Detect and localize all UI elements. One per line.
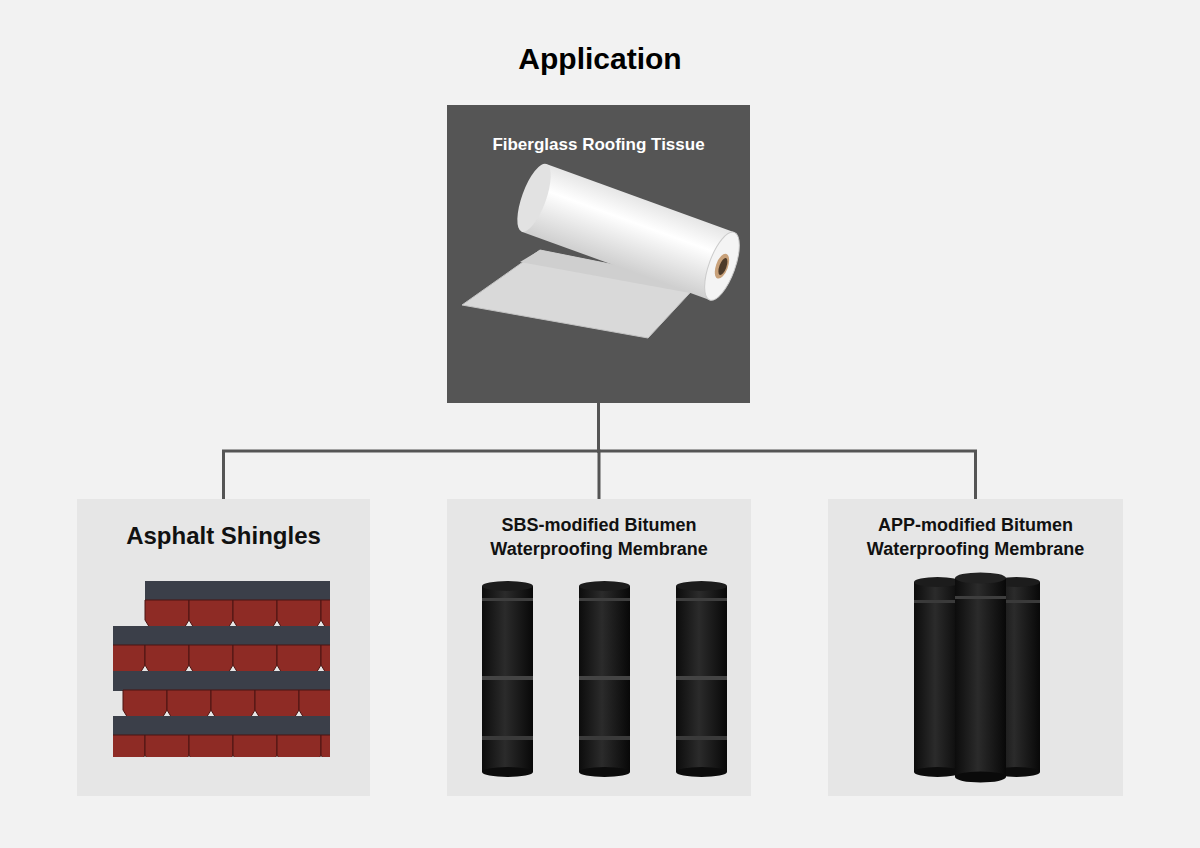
diagram-title: Application — [0, 42, 1200, 76]
illustration-part — [579, 598, 630, 601]
illustration-part — [277, 735, 321, 757]
illustration-part — [113, 626, 330, 646]
illustration-part — [579, 581, 630, 591]
illustration-part — [579, 581, 630, 777]
illustration-part — [955, 772, 1006, 783]
application-box: APP-modified Bitumen Waterproofing Membr… — [828, 499, 1123, 796]
illustration-part — [955, 573, 1006, 783]
illustration-part — [189, 645, 233, 683]
app-rolls — [914, 573, 1040, 783]
node-label: Fiberglass Roofing Tissue — [459, 133, 739, 156]
illustration-part — [955, 596, 1006, 599]
illustration-part — [482, 586, 533, 772]
illustration-part — [579, 586, 630, 772]
illustration-part — [482, 767, 533, 777]
tissue-roll — [462, 160, 746, 338]
illustration-part — [482, 581, 533, 591]
illustration-part — [123, 690, 167, 728]
node-label: SBS-modified Bitumen Waterproofing Membr… — [472, 513, 727, 561]
illustration-part — [145, 600, 189, 638]
illustration-part — [520, 250, 700, 293]
illustration-part — [277, 600, 321, 638]
illustration-part — [993, 577, 1040, 587]
illustration-part — [579, 736, 630, 740]
sbs-rolls — [482, 581, 727, 777]
material-box: Fiberglass Roofing Tissue — [447, 105, 750, 403]
illustration-part — [579, 676, 630, 680]
illustration-part — [712, 252, 732, 281]
illustration-part — [145, 645, 189, 683]
illustration-part — [717, 257, 730, 276]
illustration-part — [167, 690, 211, 728]
illustration-part — [993, 577, 1040, 777]
tree-connector — [599, 403, 976, 499]
illustration-part — [676, 736, 727, 740]
illustration-part — [676, 581, 727, 591]
illustration-part — [113, 671, 330, 691]
illustration-part — [993, 600, 1040, 603]
illustration-part — [510, 160, 557, 236]
illustration-part — [522, 164, 735, 300]
node-label: Asphalt Shingles — [89, 520, 359, 552]
illustration-part — [676, 598, 727, 601]
illustration-part — [145, 581, 330, 601]
illustration-part — [914, 577, 961, 777]
illustration-part — [277, 645, 321, 683]
illustration-part — [233, 735, 277, 757]
illustration-part — [697, 228, 746, 305]
tree-connector — [224, 403, 599, 499]
illustration-part — [676, 767, 727, 777]
illustration-part — [676, 676, 727, 680]
illustration-part — [299, 690, 330, 728]
illustration-part — [676, 586, 727, 772]
illustration-part — [914, 600, 961, 603]
illustration-part — [321, 735, 330, 757]
illustration-part — [321, 645, 330, 683]
illustration-part — [189, 600, 233, 638]
illustration-part — [113, 645, 145, 683]
illustration-part — [993, 767, 1040, 777]
illustration-part — [482, 581, 533, 777]
illustration-part — [462, 250, 700, 338]
illustration-part — [113, 735, 145, 757]
illustration-part — [233, 645, 277, 683]
illustration-part — [482, 676, 533, 680]
illustration-part — [914, 582, 961, 772]
illustration-part — [993, 582, 1040, 772]
illustration-part — [482, 598, 533, 601]
shingle-picture — [113, 581, 330, 757]
illustration-part — [676, 581, 727, 777]
application-box: SBS-modified Bitumen Waterproofing Membr… — [447, 499, 751, 796]
illustration-part — [579, 767, 630, 777]
illustration-part — [255, 690, 299, 728]
illustration-part — [233, 600, 277, 638]
illustration-part — [914, 767, 961, 777]
illustration-part — [482, 736, 533, 740]
illustration-part — [510, 160, 746, 305]
node-label: APP-modified Bitumen Waterproofing Membr… — [848, 513, 1103, 561]
illustration-part — [189, 735, 233, 757]
illustration-part — [955, 573, 1006, 584]
application-box: Asphalt Shingles — [77, 499, 370, 796]
illustration-part — [113, 716, 330, 736]
illustration-part — [321, 600, 330, 638]
illustration-part — [211, 690, 255, 728]
illustration-part — [145, 735, 189, 757]
illustration-part — [914, 577, 961, 587]
illustration-part — [955, 578, 1006, 777]
